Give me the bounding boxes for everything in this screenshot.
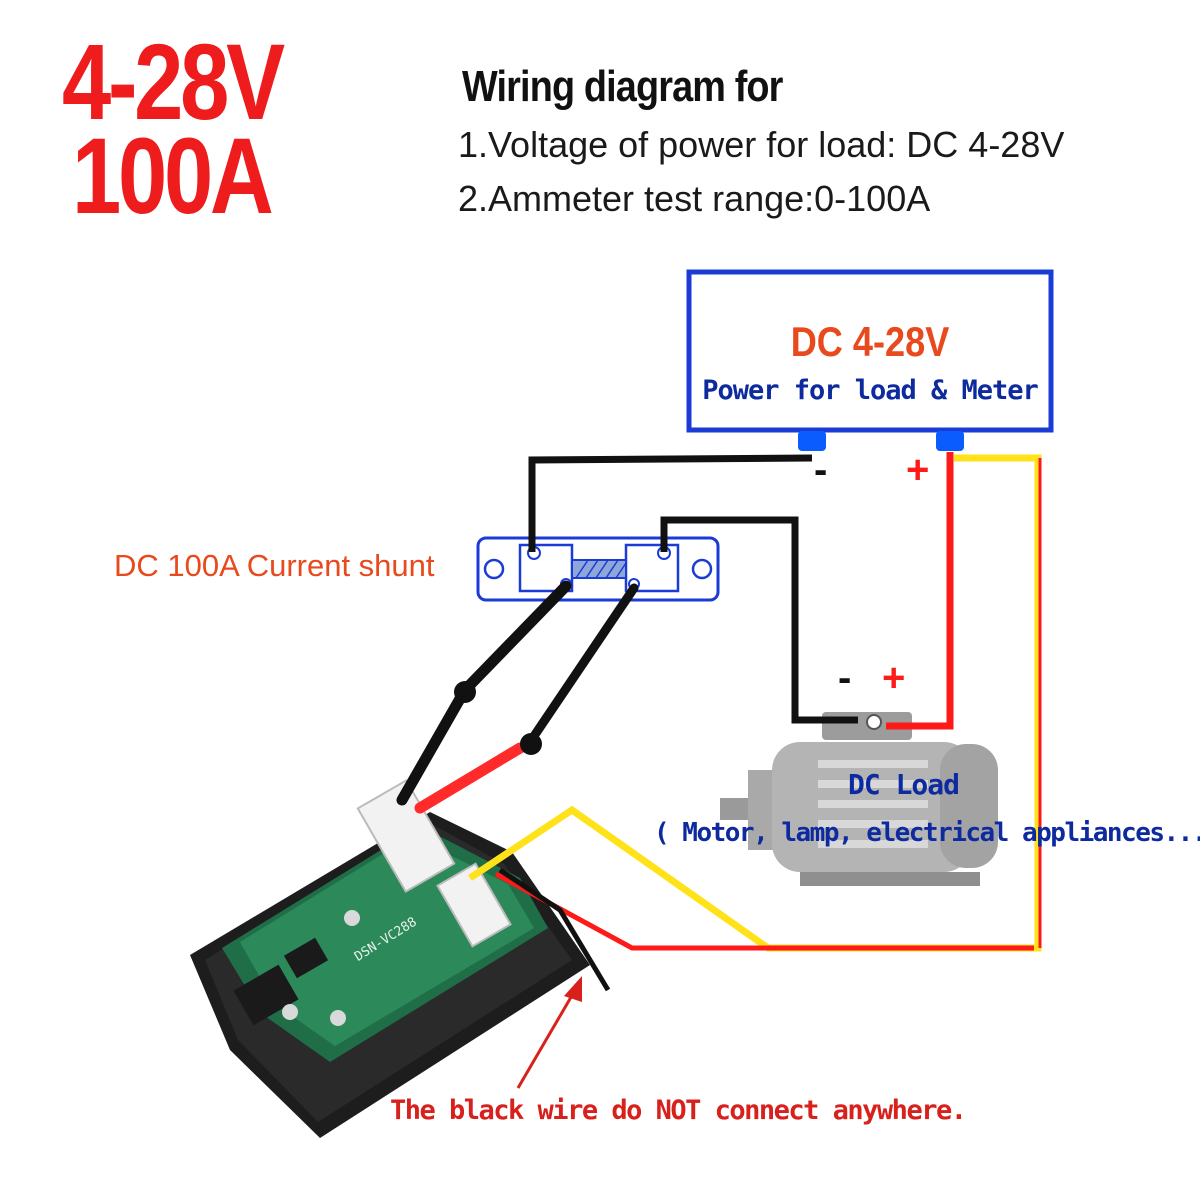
wire-power-negative [528,454,813,552]
warning-arrow [516,991,576,1089]
load-positive-sign: + [882,656,906,700]
power-supply-subtitle: Power for load & Meter [702,375,1039,406]
spec-item-voltage: 1.Voltage of power for load: DC 4-28V [458,124,1065,165]
current-spec: 100A [72,115,274,236]
wire-load-positive [886,452,954,730]
voltage-spec: 4-28V [62,21,285,142]
power-positive-terminal [936,431,964,451]
junction-dot [520,733,542,755]
meter-module [190,779,590,1138]
power-positive-sign: + [906,448,930,492]
power-supply-title: DC 4-28V [790,318,950,365]
power-supply-box [686,269,1054,433]
motor-body [720,712,998,886]
wire-load-negative [660,516,858,724]
wire-unused-black [498,867,611,992]
current-shunt [476,536,720,602]
diagram-heading: Wiring diagram for [462,62,783,111]
warning-text: The black wire do NOT connect anywhere. [390,1095,967,1126]
cable-shunt-red [414,742,526,814]
shunt-label: DC 100A Current shunt [114,548,435,583]
spec-item-range: 2.Ammeter test range:0-100A [458,178,931,219]
load-subtitle: ( Motor, lamp, electrical appliances...) [654,818,1200,848]
load-negative-sign: - [838,656,852,700]
power-negative-terminal [798,431,826,451]
warning-arrow-head [564,976,582,1002]
power-negative-sign: - [814,448,828,492]
junction-dot [454,681,476,703]
load-title: DC Load [848,768,960,801]
